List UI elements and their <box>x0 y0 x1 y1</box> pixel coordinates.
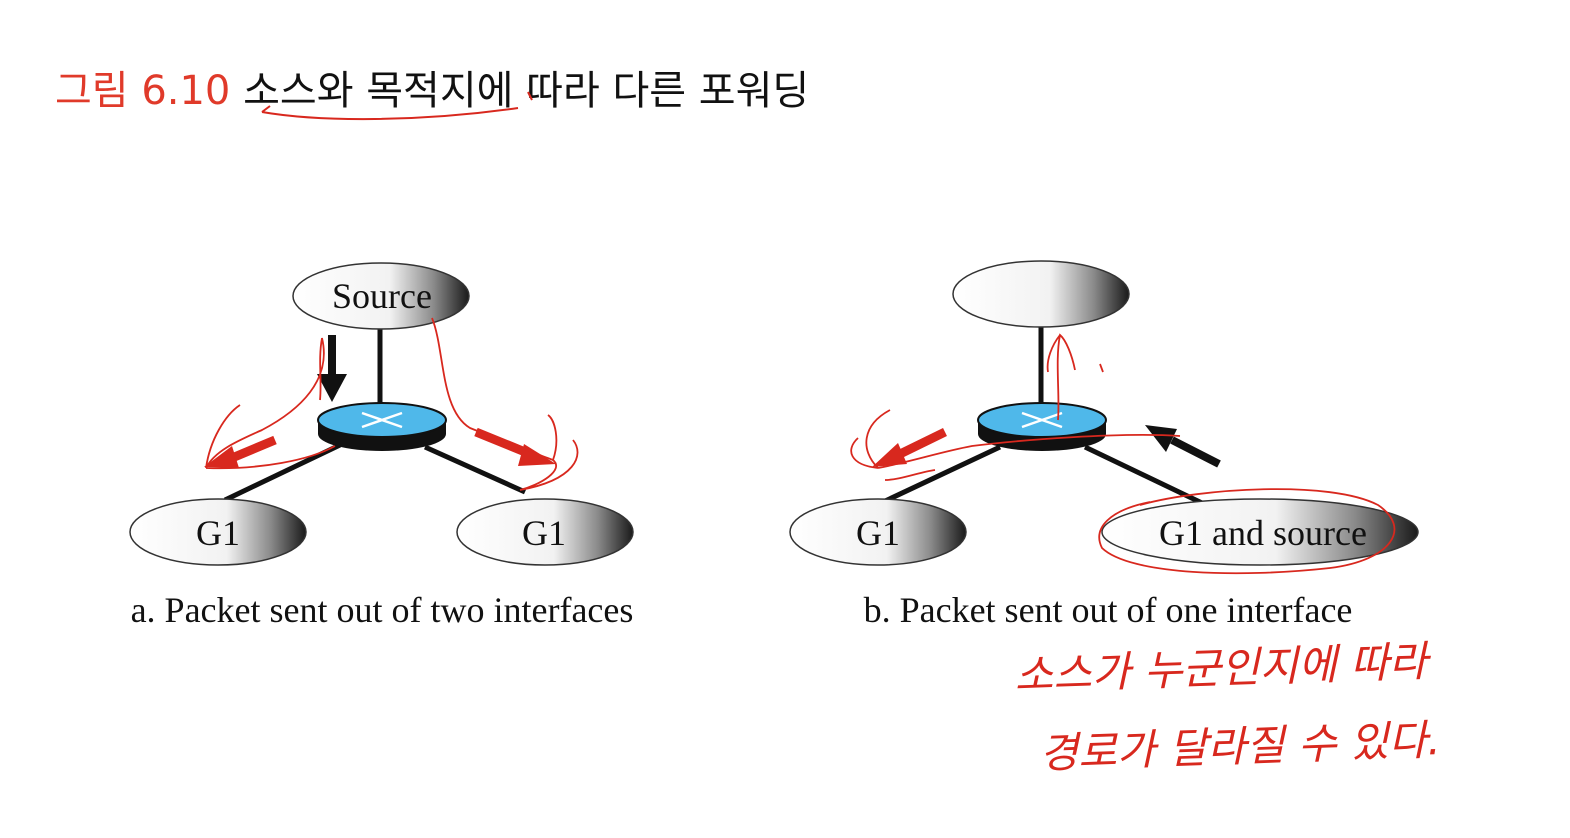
left-host-a-label: G1 <box>196 513 240 553</box>
handwritten-note-line1: 소스가 누군인지에 따라 <box>1014 636 1433 700</box>
annotation-path-right <box>431 317 579 491</box>
outgoing-arrow-right-icon <box>474 427 556 466</box>
right-host-b: G1 and source <box>1101 498 1419 566</box>
annotation-path-left <box>205 337 336 470</box>
right-host-a: G1 <box>456 498 634 566</box>
link-router-right-host-b <box>1083 444 1204 506</box>
incoming-arrow-icon <box>1145 425 1221 468</box>
source-host-label: Source <box>332 276 432 316</box>
title-underline-annotation <box>261 91 533 121</box>
annotation-path-left-b <box>850 409 1181 481</box>
handwritten-note: 소스가 누군인지에 따라 경로가 달라질 수 있다. <box>1014 636 1442 778</box>
annotation-path-up-b <box>1046 333 1104 421</box>
incoming-arrow-icon <box>317 335 347 402</box>
page-title: 그림 6.10 소스와 목적지에 따라 다른 포워딩 <box>55 58 809 116</box>
left-host-a: G1 <box>129 498 307 566</box>
source-host: Source <box>292 262 470 330</box>
handwritten-note-line2: 경로가 달라질 수 있다. <box>1039 715 1442 778</box>
figure-title-text: 소스와 목적지에 따라 다른 포워딩 <box>243 68 810 114</box>
link-router-right-host <box>423 444 527 495</box>
figure-label: 그림 6.10 <box>55 68 231 114</box>
outgoing-arrow-left-icon <box>204 435 277 468</box>
caption-a: a. Packet sent out of two interfaces <box>131 590 634 630</box>
left-host-b: G1 <box>789 498 967 566</box>
annotation-circle-g1-source <box>1098 488 1396 575</box>
caption-b: b. Packet sent out of one interface <box>864 590 1353 630</box>
right-host-b-label: G1 and source <box>1159 513 1367 553</box>
top-host-b <box>952 260 1130 328</box>
left-host-b-label: G1 <box>856 513 900 553</box>
right-host-a-label: G1 <box>522 513 566 553</box>
link-router-left-host-b <box>881 444 1002 505</box>
link-router-left-host <box>223 442 342 503</box>
panel-b: G1 G1 and source b. Packet sent out of o… <box>789 260 1419 630</box>
outgoing-arrow-left-icon <box>872 427 947 467</box>
router-icon <box>317 402 447 451</box>
panel-a: Source G1 G1 a. Packet sent out of two i… <box>129 262 634 630</box>
